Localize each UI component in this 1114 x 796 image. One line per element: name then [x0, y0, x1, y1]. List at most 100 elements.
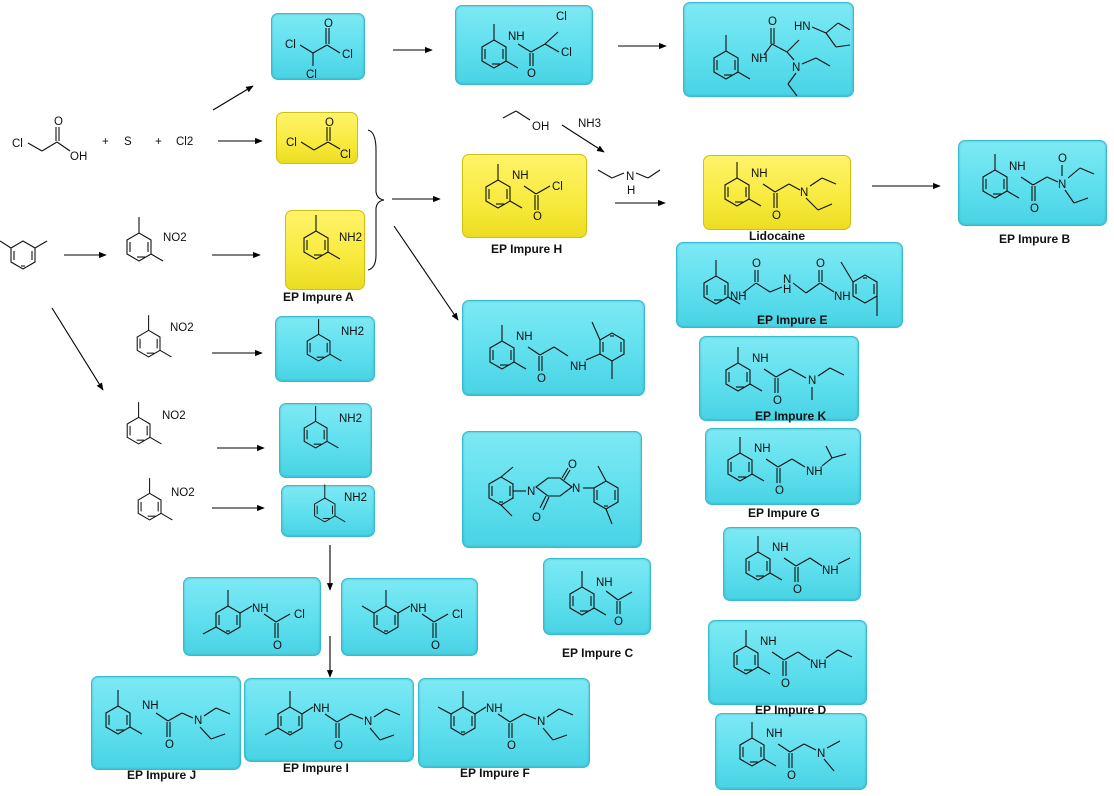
chloroacetic-acid: Cl O OH — [12, 116, 87, 163]
svg-text:O: O — [533, 211, 542, 223]
box-impure-c — [543, 558, 651, 635]
dichloroacetamide: NH O Cl Cl — [481, 11, 572, 80]
svg-text:NH: NH — [410, 603, 427, 615]
svg-text:NH: NH — [730, 291, 747, 303]
svg-text:O: O — [527, 68, 536, 80]
svg-text:N: N — [817, 748, 825, 760]
impure-e-structure: NH O H N O NH — [703, 258, 878, 316]
impure-b-structure: NH O N O — [982, 153, 1095, 215]
box-aminoamide — [462, 300, 645, 396]
box-impure-e — [676, 242, 903, 328]
svg-text:N: N — [527, 486, 535, 498]
2-3-xylidine: NH2 — [303, 405, 362, 449]
svg-text:NH: NH — [834, 291, 851, 303]
svg-text:Cl: Cl — [285, 39, 296, 51]
ammonia-label: NH3 — [578, 118, 601, 130]
lidocaine-structure: NH O N — [724, 161, 837, 222]
chloroamide-24-structure: NH O Cl — [202, 590, 305, 652]
piperazinedione-structure: N O O N — [488, 459, 619, 525]
svg-text:NH: NH — [810, 659, 827, 671]
box-p-xylidine — [275, 316, 375, 382]
box-impure-i — [244, 678, 414, 762]
svg-text:O: O — [273, 640, 282, 652]
diethylamine: N H — [597, 169, 661, 197]
ethanol: OH — [502, 110, 549, 133]
box-chloroamide-23 — [341, 578, 478, 656]
svg-text:O: O — [325, 117, 334, 129]
label-lidocaine: Lidocaine — [749, 229, 806, 243]
box-dichloroacetyl-chloride — [271, 13, 365, 80]
svg-text:Cl: Cl — [556, 11, 567, 23]
svg-text:NH: NH — [1009, 161, 1026, 173]
m-xylene — [0, 240, 48, 270]
impure-g-structure: NH O NH — [727, 436, 847, 497]
impure-j-structure: NH O N — [105, 689, 231, 751]
svg-text:O: O — [772, 210, 781, 222]
svg-text:N: N — [783, 274, 791, 286]
svg-text:N: N — [792, 62, 800, 74]
box-aminal — [683, 2, 854, 97]
svg-text:NH: NH — [486, 703, 503, 715]
svg-text:OH: OH — [532, 121, 549, 133]
svg-text:NH: NH — [252, 603, 269, 615]
svg-text:O: O — [793, 584, 802, 596]
svg-text:N: N — [626, 171, 634, 183]
label-impure-k: EP Impure K — [755, 409, 827, 423]
svg-text:O: O — [752, 258, 761, 270]
svg-text:NO2: NO2 — [170, 322, 194, 334]
box-chloroamide-24 — [183, 577, 321, 656]
svg-text:OH: OH — [70, 151, 87, 163]
box-chloroacetyl-chloride — [276, 112, 358, 164]
svg-text:NH2: NH2 — [344, 492, 367, 504]
svg-text:NH: NH — [751, 53, 768, 65]
svg-text:O: O — [614, 616, 623, 628]
2-3-dimethylnitrobenzene: NO2 — [126, 401, 186, 445]
svg-text:N: N — [194, 715, 202, 727]
label-impure-f: EP Impure F — [460, 766, 530, 780]
impure-d-structure: NH O NH — [733, 629, 853, 690]
aminoamide-structure: NH O NH — [489, 321, 625, 385]
svg-text:NO2: NO2 — [163, 232, 187, 244]
2-4-xylidine: NH2 — [306, 318, 364, 362]
sulfur-label: S — [124, 136, 132, 148]
svg-text:NH: NH — [806, 466, 823, 478]
svg-text:NH: NH — [751, 168, 768, 180]
svg-text:O: O — [431, 640, 440, 652]
svg-text:NH: NH — [142, 700, 159, 712]
impure-c-structure: NH O — [569, 570, 633, 628]
svg-text:O: O — [773, 395, 782, 407]
2-6-dimethylnitrobenzene: NO2 — [126, 216, 187, 262]
impure-i-structure: NH O N — [264, 691, 401, 752]
svg-text:N: N — [537, 716, 545, 728]
box-2-5-xylidine — [281, 485, 375, 537]
svg-text:N: N — [1058, 179, 1066, 191]
label-impure-c: EP Impure C — [562, 646, 634, 660]
svg-text:Cl: Cl — [561, 47, 572, 59]
svg-text:NH: NH — [596, 577, 613, 589]
dimethylamino-amide-structure: NH O N — [739, 721, 841, 782]
label-impure-a: EP Impure A — [283, 290, 354, 304]
box-impure-h — [462, 154, 587, 238]
svg-text:Cl: Cl — [452, 609, 463, 621]
impure-f-structure: NH O N — [437, 691, 574, 752]
svg-text:O: O — [334, 740, 343, 752]
svg-text:NO2: NO2 — [162, 410, 186, 422]
svg-text:NH: NH — [570, 361, 587, 373]
svg-text:NH: NH — [822, 565, 839, 577]
svg-text:NH: NH — [516, 331, 533, 343]
box-2-3-xylidine — [279, 403, 372, 478]
n-methyl-aminoamide-structure: NH O NH — [745, 535, 851, 596]
svg-text:O: O — [787, 770, 796, 782]
svg-text:N: N — [800, 187, 808, 199]
svg-text:Cl: Cl — [306, 69, 317, 81]
svg-text:O: O — [507, 740, 516, 752]
chloroamide-23-structure: NH O Cl — [361, 590, 463, 652]
dichloroacetyl-chloride: Cl Cl O Cl — [285, 18, 353, 81]
svg-text:NH2: NH2 — [339, 232, 362, 244]
plus-sign-2: + — [155, 136, 162, 148]
svg-text:Cl: Cl — [286, 137, 297, 149]
svg-text:Cl: Cl — [12, 138, 23, 150]
svg-text:NH: NH — [754, 443, 771, 455]
aminal-product: NH O HN N — [713, 16, 851, 97]
